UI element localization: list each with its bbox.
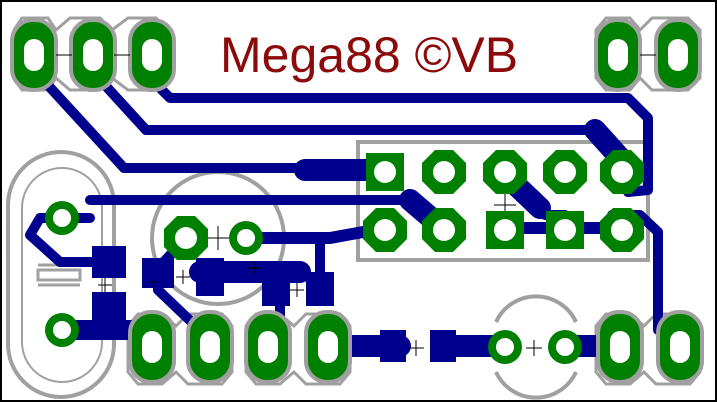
silk-marks <box>98 194 542 356</box>
connector-top-left <box>10 18 176 92</box>
led-outline-bottom <box>494 371 578 400</box>
connector-top-right <box>594 18 702 92</box>
smd-pads <box>70 246 456 362</box>
board-title: Mega88 ©VB <box>220 27 518 83</box>
led-outline-top <box>494 294 578 323</box>
